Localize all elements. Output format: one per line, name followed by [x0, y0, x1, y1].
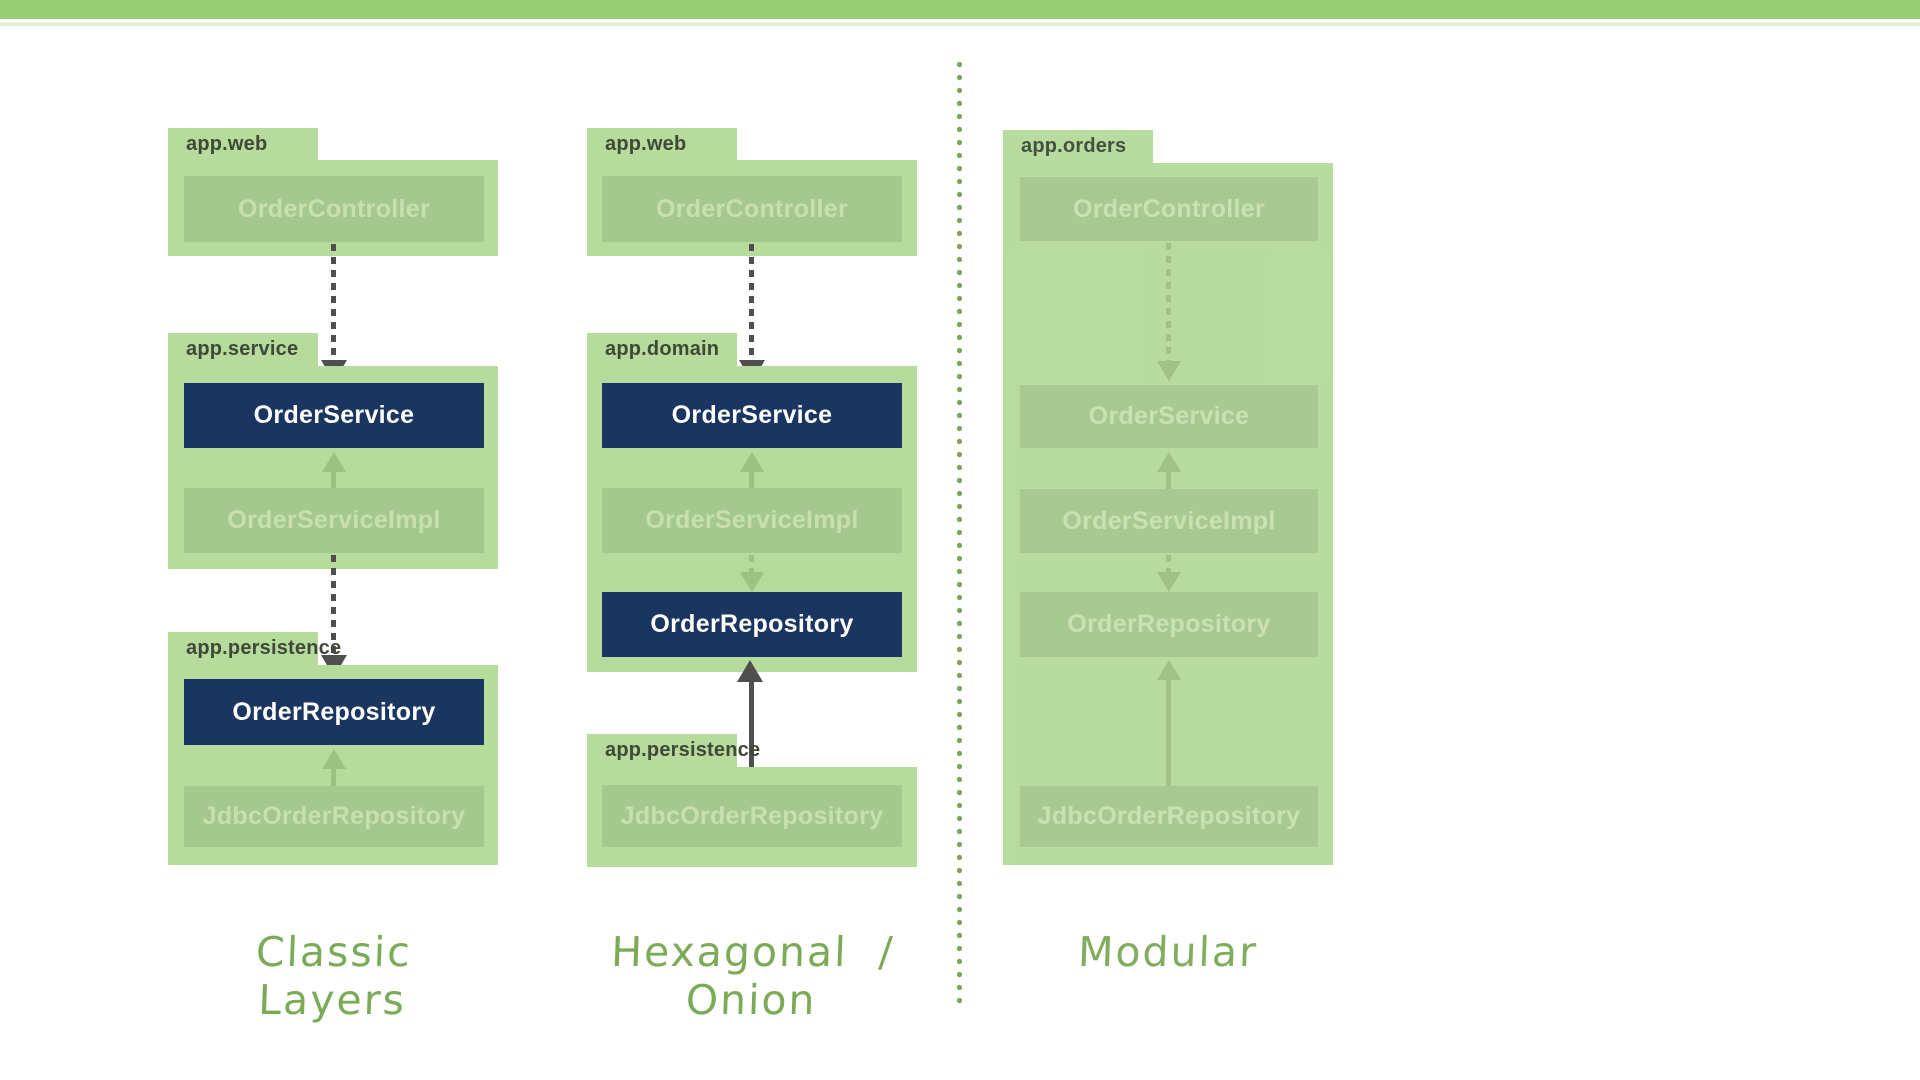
arrow-up-icon: [1157, 660, 1181, 680]
dotted-divider: [957, 58, 962, 1010]
dashed-arrow-line: [1166, 555, 1171, 575]
class-box-orderserviceimpl: OrderServiceImpl: [184, 488, 484, 553]
class-box-jdbcorderrepository: JdbcOrderRepository: [184, 786, 484, 847]
dashed-arrow-line: [749, 244, 754, 362]
solid-arrow-line: [749, 470, 754, 488]
class-box-orderservice: OrderService: [1020, 385, 1318, 448]
top-accent-bar: [0, 0, 1920, 19]
class-box-orderserviceimpl: OrderServiceImpl: [1020, 489, 1318, 553]
column-title: Hexagonal / Onion: [610, 928, 896, 1024]
class-box-ordercontroller: OrderController: [184, 176, 484, 242]
class-box-jdbcorderrepository: JdbcOrderRepository: [1020, 786, 1318, 847]
class-box-orderservice: OrderService: [602, 383, 902, 448]
arrow-up-icon: [322, 749, 346, 769]
class-box-ordercontroller: OrderController: [1020, 177, 1318, 241]
solid-arrow-line: [1166, 470, 1171, 489]
dashed-arrow-line: [331, 244, 336, 362]
column-title: Classic Layers: [255, 928, 413, 1024]
class-box-orderrepository: OrderRepository: [602, 592, 902, 657]
class-box-orderrepository: OrderRepository: [1020, 592, 1318, 657]
package-label: app.persistence: [605, 739, 761, 761]
package-tab: app.orders: [1003, 130, 1153, 163]
solid-arrow-line: [1166, 678, 1171, 786]
class-box-jdbcorderrepository: JdbcOrderRepository: [602, 785, 902, 847]
dashed-arrow-line: [1166, 243, 1171, 363]
column-title: Modular: [1077, 928, 1259, 976]
arrow-up-icon: [737, 660, 763, 682]
class-box-orderserviceimpl: OrderServiceImpl: [602, 488, 902, 553]
package-label: app.persistence: [186, 637, 342, 659]
package-tab: app.web: [168, 128, 318, 161]
package-tab: app.persistence: [587, 734, 760, 767]
solid-arrow-line: [331, 767, 336, 786]
arrow-up-icon: [740, 452, 764, 472]
class-box-orderrepository: OrderRepository: [184, 679, 484, 745]
package-label: app.web: [186, 133, 268, 155]
package-tab: app.domain: [587, 333, 737, 366]
arrow-down-icon: [1157, 361, 1181, 381]
dashed-arrow-line: [749, 555, 754, 575]
top-accent-bar-shadow: [0, 22, 1920, 26]
arrow-up-icon: [322, 452, 346, 472]
package-tab: app.web: [587, 128, 737, 161]
dashed-arrow-line: [331, 555, 336, 655]
package-tab: app.service: [168, 333, 318, 366]
arrow-up-icon: [1157, 452, 1181, 472]
arrow-down-icon: [1157, 572, 1181, 592]
arrow-down-icon: [740, 572, 764, 592]
package-label: app.orders: [1021, 135, 1127, 157]
solid-arrow-line: [331, 470, 336, 488]
package-label: app.web: [605, 133, 687, 155]
package-tab: app.persistence: [168, 632, 341, 665]
solid-arrow-line: [749, 678, 754, 786]
package-label: app.domain: [605, 338, 720, 360]
class-box-ordercontroller: OrderController: [602, 176, 902, 242]
package-label: app.service: [186, 338, 299, 360]
class-box-orderservice: OrderService: [184, 383, 484, 448]
